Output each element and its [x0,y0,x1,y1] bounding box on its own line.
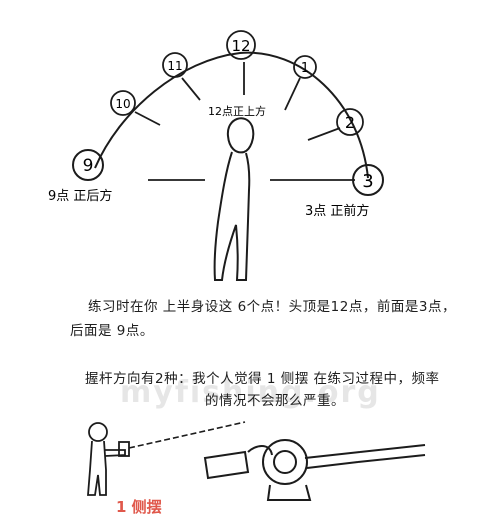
paragraph-2-line-2: 的情况不会那么严重。 [205,393,345,409]
position-9: 9 [72,149,104,181]
position-3: 3 [352,164,384,196]
small-figure [87,422,130,496]
clock-ticks [134,62,355,181]
position-10: 10 [110,90,136,116]
svg-text:10: 10 [115,97,130,111]
svg-text:3: 3 [362,171,373,192]
clock-arc [94,51,369,179]
paragraph-1-line-1: 练习时在你 上半身设这 6个点！头顶是12点，前面是3点， [88,299,456,315]
svg-text:11: 11 [167,59,182,73]
svg-text:2: 2 [345,113,355,132]
svg-text:9: 9 [83,156,94,176]
position-12: 12 [226,30,256,60]
paragraph-1-line-2: 后面是 9点。 [70,323,154,339]
paragraph-2-line-1: 握杆方向有2种：我个人觉得 1 侧摆 在练习过程中，频率 [85,371,440,387]
reel-illustration [203,439,426,501]
position-11: 11 [162,52,188,78]
watermark: myfishing.org [120,375,381,410]
caption-side-swing: 1 侧摆 [116,498,162,516]
svg-text:1: 1 [301,61,309,76]
stick-figure [213,117,255,281]
label-9-behind: 9点 正后方 [48,188,112,204]
label-3-front: 3点 正前方 [305,203,369,219]
label-12-above: 12点正上方 [208,104,266,118]
position-2: 2 [336,108,364,136]
svg-text:12: 12 [231,37,250,55]
position-1: 1 [293,55,317,79]
fishing-rod-small [128,421,246,449]
